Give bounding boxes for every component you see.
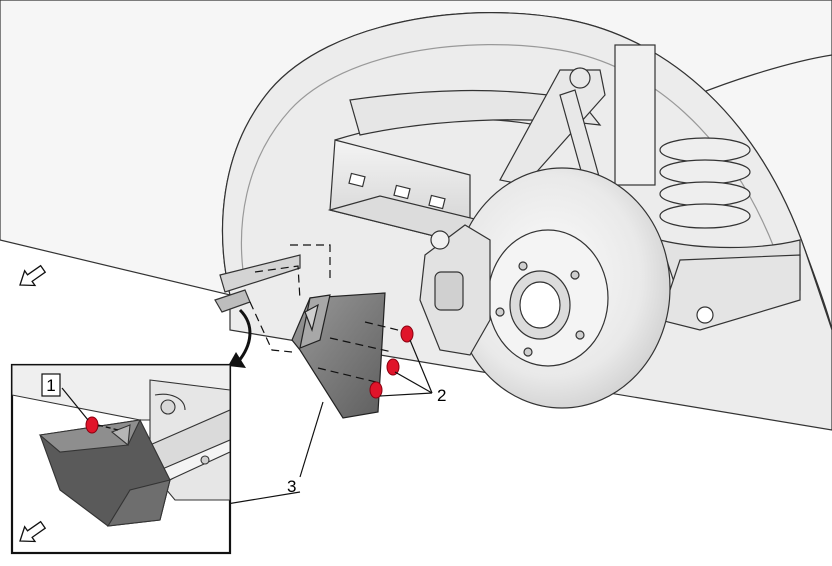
fastener-middle bbox=[386, 358, 400, 376]
splash-shield-part bbox=[291, 292, 386, 419]
callout-3-label: 3 bbox=[287, 477, 296, 496]
splash-shield-mount-edge bbox=[214, 254, 301, 313]
callout-1: 1 bbox=[41, 373, 61, 397]
fastener-upper bbox=[400, 325, 414, 343]
assembly-guide-lines bbox=[249, 244, 403, 383]
callout-2-label: 2 bbox=[437, 386, 446, 405]
fastener-lower bbox=[369, 381, 383, 399]
leader-line-1 bbox=[61, 387, 89, 421]
inset-fastener bbox=[85, 416, 119, 434]
fasteners bbox=[369, 325, 414, 399]
rear-axle-beam bbox=[327, 89, 602, 246]
outline-arrow-icon bbox=[19, 264, 47, 287]
curved-arrow-icon bbox=[228, 308, 252, 368]
trailing-link bbox=[499, 67, 606, 186]
brake-caliper bbox=[419, 224, 491, 356]
brake-rotor bbox=[453, 167, 671, 409]
callout-1-label: 1 bbox=[46, 376, 55, 395]
outline-arrow-icon bbox=[19, 520, 47, 543]
